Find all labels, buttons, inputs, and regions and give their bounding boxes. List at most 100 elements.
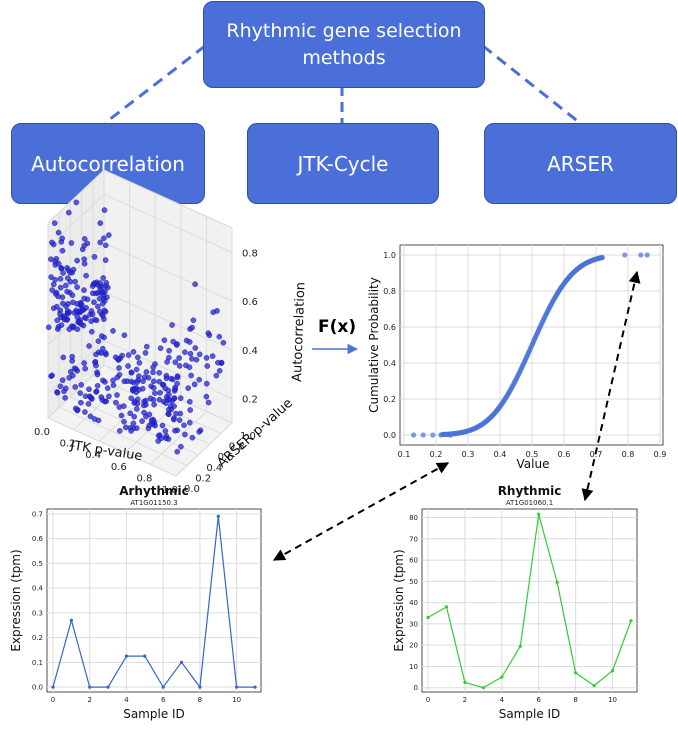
line-plot-area [421,508,638,693]
scatter-3d-point [130,387,137,393]
scatter-3d-point [102,242,109,249]
line-y-tick-label: 80 [409,514,418,522]
scatter-3d-point [146,411,153,418]
series-point [537,512,541,516]
fx-label: F(x) [318,317,356,337]
cdf-y-tick-label: 0.8 [383,287,396,296]
scatter-3d-point [163,394,170,400]
scatter-3d-point [106,232,112,238]
scatter-3d-point [115,356,121,362]
scatter-3d-point [186,419,193,426]
scatter-3d-point [121,332,128,339]
line-x-tick-label: 6 [161,696,166,704]
series-point [179,660,184,664]
scatter-3d-point [78,399,84,406]
scatter-3d-point [192,281,198,288]
scatter-3d-point [95,303,101,310]
scatter-3d-point [182,431,188,438]
scatter-3d-point [81,287,87,293]
cdf-y-tick-label: 0.0 [383,431,396,440]
line-chart-title: Arhythmic [119,484,189,498]
scatter-3d-point [63,282,69,289]
scatter-3d-point [82,365,88,372]
arrhythmic-link-arrow [272,462,450,561]
cdf-x-tick-label: 0.4 [494,450,507,459]
scatter-3d-point [157,345,164,352]
scatter-3d-point [157,389,163,396]
series-point [69,618,73,622]
scatter-3d-point [57,310,63,317]
scatter-3d-point [127,410,133,417]
y-tick-label: 0.6 [218,452,234,463]
line-x-tick-label: 10 [608,696,617,704]
scatter-3d-point [59,247,66,254]
scatter-3d-point [69,353,75,360]
scatter-3d-point [88,318,94,325]
selection-methods-line1: Rhythmic gene selection [226,19,462,42]
scatter-3d-point [189,434,196,441]
scatter-3d-point [172,427,178,434]
scatter-3d-point [89,311,96,318]
x-tick-label: 0.8 [136,473,152,484]
scatter-3d-point [128,369,135,376]
scatter-3d-point [177,395,184,401]
cdf-point [599,254,606,261]
cdf-point [411,432,417,438]
scatter-3d-point [205,330,212,336]
line-y-tick-label: 20 [409,642,418,650]
z-tick-label: 0.2 [242,395,258,406]
scatter-3d-point [209,353,216,359]
x-tick-label: 0.2 [60,439,76,450]
scatter-3d-point [64,308,71,314]
scatter-3d-point [220,339,227,346]
series-line [427,514,632,689]
scatter-3d-point [72,384,78,390]
scatter-3d-point [91,254,98,260]
scatter-3d-point [140,378,146,385]
scatter-3d-point [114,392,120,398]
scatter-3d-point [60,354,67,361]
scatter-3d-point [176,363,183,369]
cdf-x-tick-label: 0.6 [558,450,571,459]
cdf-point [638,252,644,258]
cdf-point [430,432,436,438]
line-plot-area [46,508,262,693]
scatter-3d-point [143,343,150,350]
scatter-3d-point [74,284,80,290]
series-point [124,654,129,658]
cdf-x-tick-label: 0.2 [430,450,443,459]
scatter-3d-point [64,265,70,271]
scatter-3d-point [89,328,95,335]
scatter-3d-point [113,399,119,406]
cdf-y-tick-label: 0.6 [383,323,396,332]
scatter-3d-point [97,220,104,226]
jtk-cycle-box: JTK-Cycle [247,123,439,204]
scatter-3d-point [215,359,221,366]
line-chart-title: Rhythmic [498,484,562,498]
connector-arser [482,44,581,125]
scatter-3d-point [172,386,178,393]
series-point [161,685,165,689]
scatter-3d-point [165,387,171,394]
scatter-3d-point [168,375,174,382]
series-point [198,685,202,689]
line-y-tick-label: 50 [409,578,418,586]
scatter-3d-point [73,199,80,206]
scatter-3d-point [89,283,96,289]
scatter-3d-point [216,333,223,340]
scatter-3d-point [81,236,88,242]
scatter-3d-point [159,422,166,429]
series-point [592,684,596,688]
y-tick-label: 0.2 [195,473,211,484]
line-x-axis-label: Sample ID [123,707,185,721]
line-y-tick-label: 0 [414,684,418,692]
line-x-tick-label: 8 [573,696,577,704]
scatter-3d-point [95,290,101,296]
scatter-3d-point [106,393,112,400]
scatter-3d-point [95,338,102,344]
scatter-3d-point [49,287,56,293]
series-point [629,619,633,623]
line-chart-subtitle: AT1G01150.3 [130,499,177,507]
